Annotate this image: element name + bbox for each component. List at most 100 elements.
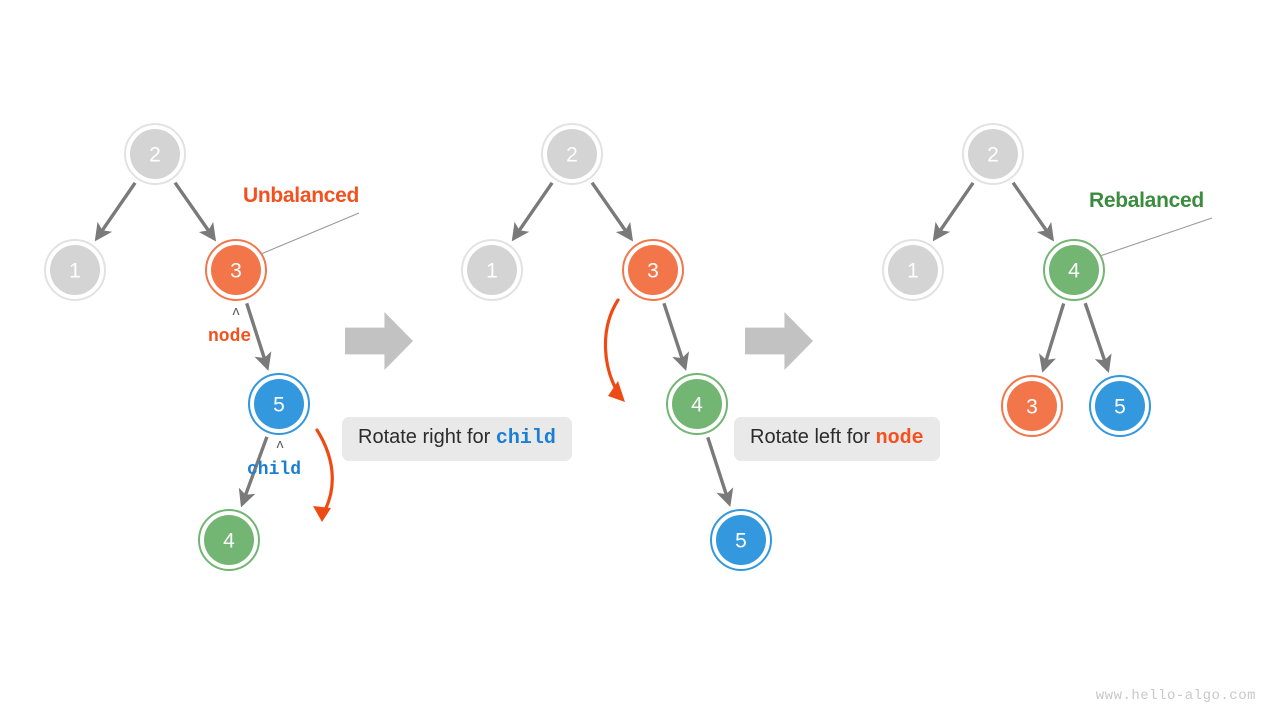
node-value-text: 4 xyxy=(1068,260,1080,283)
tree-node: 5 xyxy=(248,373,310,435)
node-circle xyxy=(467,245,517,295)
tree-node: 1 xyxy=(461,239,523,301)
node-circle xyxy=(130,129,180,179)
tree-node: 5 xyxy=(1089,375,1151,437)
node-circle xyxy=(211,245,261,295)
node-value-text: 5 xyxy=(735,530,747,553)
watermark-text: www.hello-algo.com xyxy=(1095,688,1256,704)
node-value-text: 2 xyxy=(987,144,999,167)
node-value-text: 3 xyxy=(230,260,242,283)
tree-edge xyxy=(173,181,217,242)
rotation-arrowhead-icon xyxy=(608,381,625,402)
rotation-arrowhead-icon xyxy=(313,506,331,522)
annotation-text: Rebalanced xyxy=(1089,189,1204,212)
node-circle xyxy=(50,245,100,295)
tree-node: 1 xyxy=(44,239,106,301)
rotation-arc-path xyxy=(315,428,334,518)
tree-edge xyxy=(590,181,634,242)
step-arrows-layer xyxy=(345,312,813,370)
node-ring xyxy=(205,239,267,301)
tree-edge xyxy=(94,181,137,242)
node-ring xyxy=(124,123,186,185)
node-value-text: 5 xyxy=(1114,396,1126,419)
node-ring xyxy=(541,123,603,185)
step-label-emphasis: child xyxy=(495,427,556,450)
node-ring xyxy=(962,123,1024,185)
tree-node: 4 xyxy=(666,373,728,435)
step-label-prefix: Rotate right for xyxy=(358,426,496,448)
node-ring xyxy=(461,239,523,301)
tree-node: 4 xyxy=(198,509,260,571)
node-value-text: 3 xyxy=(647,260,659,283)
node-value-text: 1 xyxy=(486,260,498,283)
node-ring xyxy=(882,239,944,301)
tree-node: 3 xyxy=(622,239,684,301)
unbalanced-annotation: Unbalanced xyxy=(243,184,360,255)
annotation-text: Unbalanced xyxy=(243,184,359,207)
tree-node: 2 xyxy=(124,123,186,185)
tree-node: 3 xyxy=(1001,375,1063,437)
tree-edge xyxy=(706,436,734,507)
tree-edge xyxy=(932,181,975,242)
tree-edge xyxy=(245,302,272,371)
rebalanced-annotation: Rebalanced xyxy=(1089,189,1213,257)
node-circle xyxy=(968,129,1018,179)
node-value-text: 2 xyxy=(149,144,161,167)
rotate-right-arc xyxy=(313,428,334,522)
rotate-right-label: Rotate right for child xyxy=(342,417,572,461)
node-ring xyxy=(1001,375,1063,437)
node-circle xyxy=(204,515,254,565)
tree-edge xyxy=(511,181,554,242)
node-circle xyxy=(1007,381,1057,431)
node-circle xyxy=(547,129,597,179)
rotate-left-arc xyxy=(603,298,625,402)
caret-up-icon: ʌ xyxy=(232,304,240,319)
step-label-prefix: Rotate left for xyxy=(750,426,876,448)
annotation-leader-line xyxy=(1099,217,1213,257)
node-ring xyxy=(666,373,728,435)
tree-node: 4 xyxy=(1043,239,1105,301)
tree-edges-layer xyxy=(94,181,1112,508)
node-ring xyxy=(710,509,772,571)
node-ring xyxy=(1089,375,1151,437)
node-value-text: 2 xyxy=(566,144,578,167)
tree-nodes-layer: 2 1 3 5 4 2 1 3 4 5 2 1 4 3 5 xyxy=(44,123,1151,571)
tree-node: 2 xyxy=(541,123,603,185)
annotation-leader-line xyxy=(260,212,360,255)
node-value-text: 4 xyxy=(223,530,235,553)
step-arrow-right-icon xyxy=(345,312,413,370)
tree-node: 1 xyxy=(882,239,944,301)
node-circle xyxy=(628,245,678,295)
step-label-emphasis: node xyxy=(875,427,924,450)
annotation-text: child xyxy=(247,460,301,480)
tree-edge xyxy=(1011,181,1055,242)
node-value-text: 5 xyxy=(273,394,285,417)
node-ring xyxy=(248,373,310,435)
tree-edge xyxy=(238,436,269,508)
step-arrow-right-icon xyxy=(745,312,813,370)
tree-edge xyxy=(1083,302,1112,374)
node-value-text: 3 xyxy=(1026,396,1038,419)
node-circle xyxy=(716,515,766,565)
node-circle xyxy=(1049,245,1099,295)
node-ring xyxy=(622,239,684,301)
tree-node: 3 xyxy=(205,239,267,301)
node-ring xyxy=(198,509,260,571)
node-value-text: 1 xyxy=(69,260,81,283)
rotate-left-label: Rotate left for node xyxy=(734,417,940,461)
node-ring xyxy=(44,239,106,301)
node-value-text: 4 xyxy=(691,394,703,417)
node-value-text: 1 xyxy=(907,260,919,283)
rotation-arcs-layer xyxy=(313,298,625,522)
node-circle xyxy=(888,245,938,295)
node-circle xyxy=(254,379,304,429)
node-circle xyxy=(672,379,722,429)
annotation-text: node xyxy=(208,327,251,347)
node-ring xyxy=(1043,239,1105,301)
node-pointer-label: ʌ node xyxy=(208,304,251,347)
tree-node: 2 xyxy=(962,123,1024,185)
